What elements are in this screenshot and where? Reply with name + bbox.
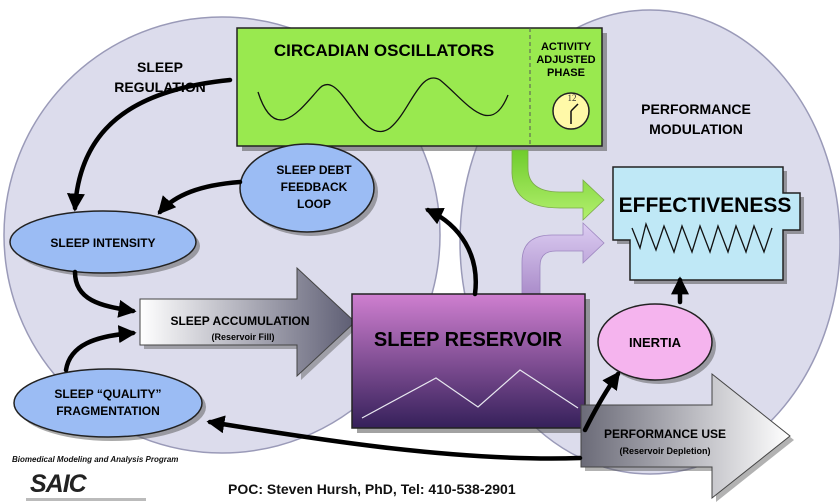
clock-twelve: 12: [568, 93, 577, 103]
circadian-title: CIRCADIAN OSCILLATORS: [274, 41, 494, 60]
sleep-reservoir-label: SLEEP RESERVOIR: [374, 329, 563, 351]
poc-contact: POC: Steven Hursh, PhD, Tel: 410-538-290…: [228, 481, 516, 497]
reservoir-sawtooth: [361, 369, 579, 419]
reservoir-fill-label: (Reservoir Fill): [211, 332, 274, 342]
quality-to-accumulation-arrow: [63, 325, 137, 373]
program-name: Biomedical Modeling and Analysis Program: [12, 455, 179, 464]
sleep-quality-node: SLEEP “QUALITY” FRAGMENTATION: [13, 368, 206, 441]
inertia-label: INERTIA: [629, 335, 682, 350]
circadian-to-effectiveness-arrow: [511, 149, 605, 221]
performance-modulation-label-1: PERFORMANCE: [641, 101, 751, 117]
reservoir-to-effectiveness-arrow: [521, 222, 605, 299]
sleep-regulation-label-2: REGULATION: [114, 79, 206, 95]
performance-modulation-label-2: MODULATION: [649, 121, 743, 137]
circadian-wave: [257, 77, 509, 132]
sleep-intensity-node: SLEEP INTENSITY: [9, 210, 200, 277]
sleep-regulation-label-1: SLEEP: [137, 59, 183, 75]
sleep-accumulation-label: SLEEP ACCUMULATION: [170, 314, 309, 328]
sleep-quality-line-1: SLEEP “QUALITY”: [54, 387, 161, 401]
reservoir-to-debt-arrow: [424, 207, 479, 297]
effectiveness-label: EFFECTIVENESS: [619, 194, 792, 217]
saic-logo: SAIC: [30, 470, 87, 498]
inertia-node: INERTIA: [597, 303, 716, 384]
sleep-reservoir-box: SLEEP RESERVOIR: [351, 293, 590, 433]
sleep-quality-line-2: FRAGMENTATION: [56, 404, 160, 418]
sleep-debt-line-1: SLEEP DEBT: [276, 163, 352, 177]
debt-to-intensity-arrow: [157, 179, 243, 215]
sleep-debt-line-2: FEEDBACK: [281, 180, 348, 194]
sleep-debt-line-3: LOOP: [297, 197, 331, 211]
performance-use-arrow: PERFORMANCE USE (Reservoir Depletion): [580, 372, 794, 502]
sleep-accumulation-arrow: SLEEP ACCUMULATION (Reservoir Fill): [139, 266, 359, 380]
reservoir-to-inertia-arrow: [582, 371, 621, 433]
activity-line-3: PHASE: [547, 67, 585, 79]
performance-use-label: PERFORMANCE USE: [604, 427, 726, 441]
connector-arrows: [63, 77, 689, 461]
circadian-to-intensity-arrow: [66, 77, 233, 212]
activity-line-1: ACTIVITY: [541, 41, 592, 53]
intensity-to-accumulation-arrow: [72, 269, 137, 318]
sleep-intensity-label: SLEEP INTENSITY: [50, 236, 155, 250]
effectiveness-box: EFFECTIVENESS: [612, 166, 804, 284]
sleep-debt-feedback-loop: SLEEP DEBT FEEDBACK LOOP: [239, 143, 378, 236]
activity-line-2: ADJUSTED: [536, 54, 595, 66]
logo-underline: [26, 498, 146, 501]
clock-icon: 12: [552, 92, 590, 130]
reservoir-depletion-label: (Reservoir Depletion): [619, 446, 710, 456]
circadian-oscillators-box: CIRCADIAN OSCILLATORS ACTIVITY ADJUSTED …: [236, 27, 607, 151]
effectiveness-wave: [631, 221, 773, 254]
use-to-quality-arrow: [206, 415, 583, 461]
